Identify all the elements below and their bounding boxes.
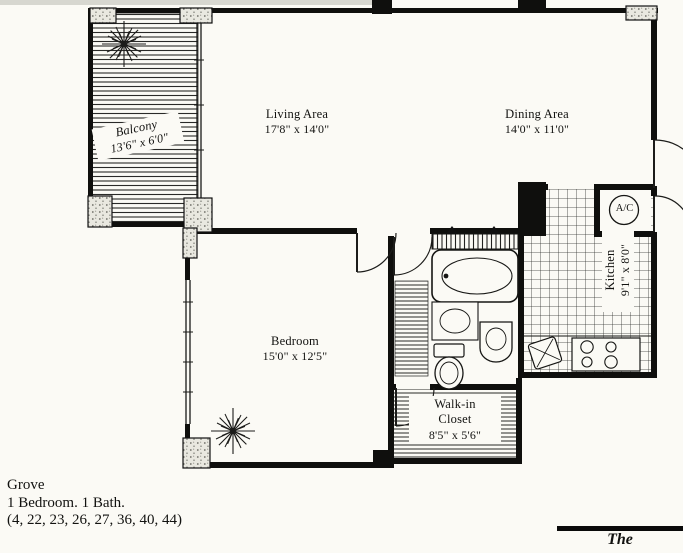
- room-name-line2: Closet: [438, 412, 472, 427]
- walkin-closet-label: Walk-in Closet 8'5" x 5'6": [409, 396, 501, 444]
- dining-area-label: Dining Area 14'0" x 11'0": [477, 107, 597, 137]
- builder-logo-partial: The: [557, 526, 683, 553]
- vanity: [431, 301, 479, 341]
- stove-burners: [571, 337, 641, 372]
- entry-door: [653, 139, 683, 188]
- living-area-label: Living Area 17'8" x 14'0": [237, 107, 357, 137]
- scan-artifact: [0, 0, 390, 5]
- bathtub: [431, 249, 519, 303]
- ac-unit-circle: [608, 194, 640, 226]
- bedroom-label: Bedroom 15'0" x 12'5": [240, 334, 350, 364]
- kitchen-label: Kitchen 9'1" x 8'0": [602, 228, 634, 312]
- pedestal-sink: [479, 321, 513, 363]
- bathroom-door: [393, 236, 433, 276]
- unit-numbers: (4, 22, 23, 26, 27, 36, 40, 44): [7, 512, 182, 529]
- plan-description: 1 Bedroom. 1 Bath.: [7, 494, 125, 511]
- room-dims: 9'1" x 8'0": [618, 243, 633, 297]
- plan-name: Grove: [7, 477, 45, 493]
- room-dims: 17'8" x 14'0": [264, 122, 330, 137]
- plan-footer: Grove 1 Bedroom. 1 Bath. (4, 22, 23, 26,…: [7, 477, 182, 530]
- room-dims: 15'0" x 12'5": [262, 349, 328, 364]
- toilet: [433, 343, 465, 390]
- room-dims: 8'5" x 5'6": [428, 427, 482, 442]
- room-name: Bedroom: [271, 334, 319, 348]
- room-name: Living Area: [265, 107, 329, 121]
- wall-columns: [87, 5, 658, 469]
- linen-bifold-doors: [431, 226, 519, 250]
- room-name-line1: Walk-in: [434, 397, 476, 411]
- ac-closet-door: [653, 195, 683, 232]
- bedroom-plant-icon: [210, 407, 256, 455]
- logo-text: The: [607, 531, 633, 548]
- windows: [183, 13, 204, 424]
- hallway-floor: [394, 280, 429, 377]
- room-name: Dining Area: [505, 107, 569, 121]
- ac-label: A/C: [615, 203, 634, 214]
- room-name: Kitchen: [603, 249, 617, 291]
- bedroom-door: [356, 232, 397, 273]
- room-dims: 14'0" x 11'0": [504, 122, 570, 137]
- kitchen-sink: [527, 336, 563, 370]
